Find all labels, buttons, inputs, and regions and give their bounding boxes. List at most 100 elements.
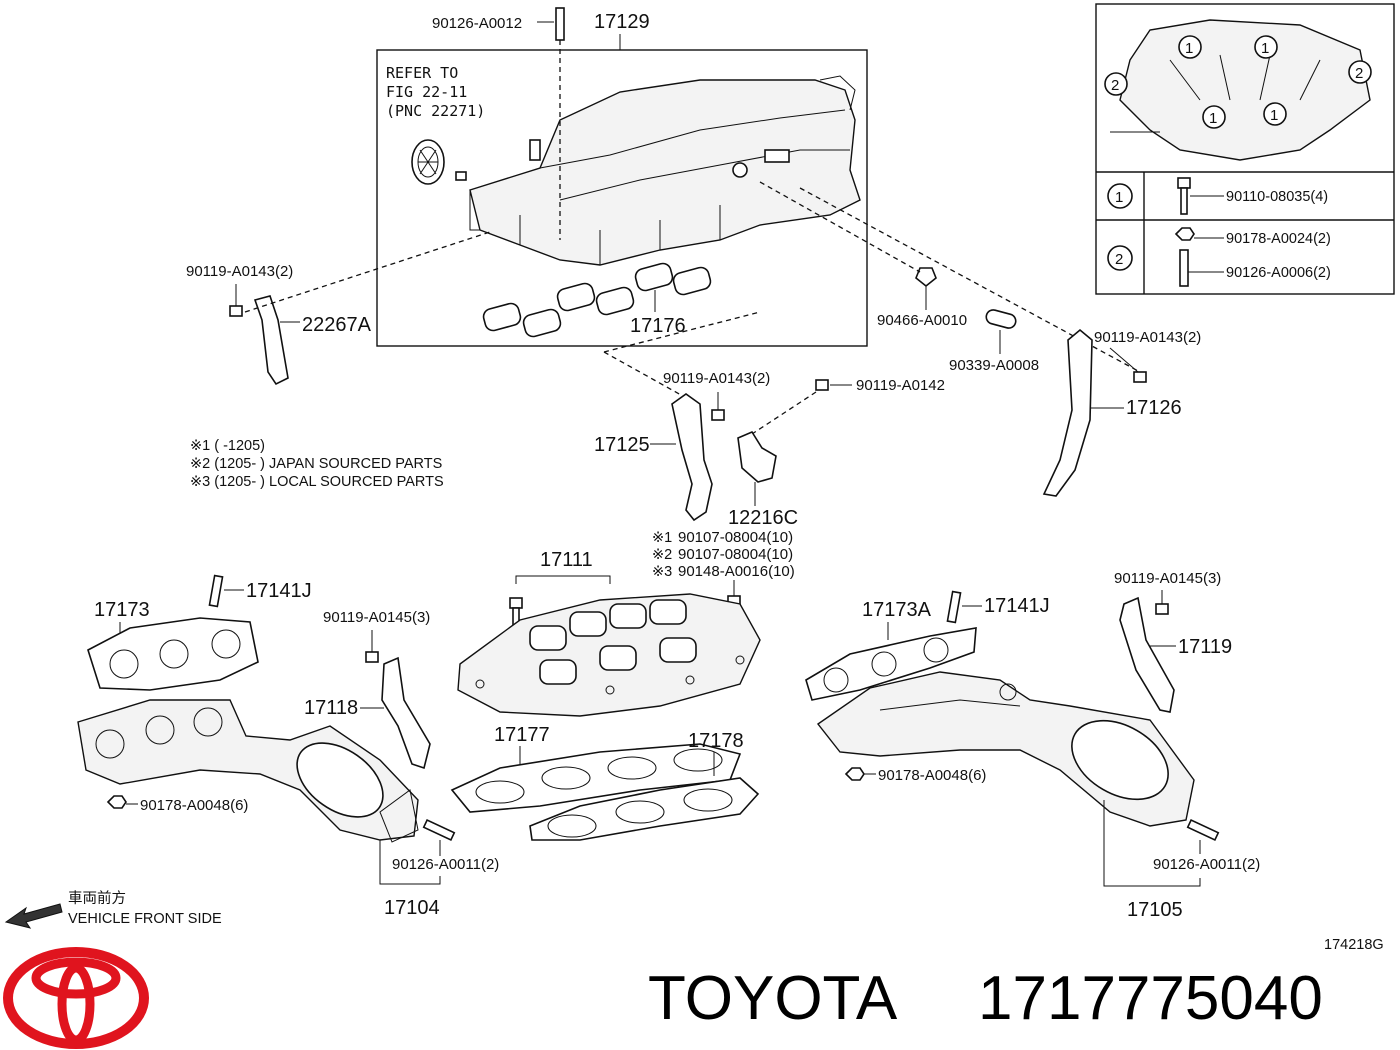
label-90126-A0011-left: 90126-A0011(2) xyxy=(392,856,499,873)
stud-90126-A0012 xyxy=(555,7,565,41)
mark-3: ※3 xyxy=(652,564,672,580)
legend-row1-part: 90110-08035(4) xyxy=(1226,189,1328,205)
legend-box xyxy=(1095,3,1395,295)
label-90178-A0048-right: 90178-A0048(6) xyxy=(878,767,986,784)
note-line-1: ※1 ( -1205) xyxy=(190,438,265,454)
throttle-screen-part xyxy=(411,139,467,185)
toyota-logo-icon xyxy=(3,947,149,1049)
stud-17141J-right xyxy=(946,590,962,624)
label-17173: 17173 xyxy=(94,599,150,621)
label-90339-A0008: 90339-A0008 xyxy=(949,357,1039,374)
refer-line-2: FIG 22-11 xyxy=(386,83,467,101)
svg-text:2: 2 xyxy=(1115,251,1123,268)
label-90107-08004-2: 90107-08004(10) xyxy=(678,546,793,563)
legend-manifold-sketch xyxy=(1110,19,1371,161)
svg-text:1: 1 xyxy=(1261,40,1269,57)
legend-row2-part-b: 90126-A0006(2) xyxy=(1226,265,1331,281)
lower-manifold-17111 xyxy=(457,593,761,717)
label-17104: 17104 xyxy=(384,897,440,919)
part-number: 1717775040 xyxy=(978,964,1323,1033)
legend-stud-90126 xyxy=(1179,249,1189,287)
hose-90339-A0008 xyxy=(985,309,1017,329)
gasket-17178 xyxy=(529,777,760,841)
exhaust-manifold-17105 xyxy=(816,671,1195,827)
legend-bolt-90110 xyxy=(1177,177,1191,189)
label-17125: 17125 xyxy=(594,434,650,456)
label-17111: 17111 xyxy=(540,549,593,571)
label-17119: 17119 xyxy=(1178,636,1232,658)
label-17126: 17126 xyxy=(1126,397,1182,419)
bracket-17125 xyxy=(671,393,713,522)
label-12216C: 12216C xyxy=(728,507,798,529)
label-17177: 17177 xyxy=(494,724,550,746)
label-17118: 17118 xyxy=(304,697,358,719)
label-90107-08004-1: 90107-08004(10) xyxy=(678,529,793,546)
note-line-2: ※2 (1205- ) JAPAN SOURCED PARTS xyxy=(190,456,442,472)
stud-17141J-left xyxy=(208,574,224,608)
intake-manifold-part xyxy=(469,75,861,266)
label-90466-A0010: 90466-A0010 xyxy=(877,312,967,329)
svg-text:2: 2 xyxy=(1111,77,1119,94)
label-17105: 17105 xyxy=(1127,899,1183,921)
svg-text:1: 1 xyxy=(1185,40,1193,57)
bracket-17126 xyxy=(1042,328,1093,497)
label-17178: 17178 xyxy=(688,730,744,752)
label-90119-A0142: 90119-A0142 xyxy=(856,377,945,394)
note-line-3: ※3 (1205- ) LOCAL SOURCED PARTS xyxy=(190,474,444,490)
label-90178-A0048-left: 90178-A0048(6) xyxy=(140,797,248,814)
gasket-17173 xyxy=(87,617,259,691)
gasket-17173A xyxy=(805,627,977,701)
label-17129: 17129 xyxy=(594,11,650,33)
bolt-90119-A0142 xyxy=(815,379,829,391)
legend-callout-marks: 1 1 1 1 2 2 xyxy=(1104,35,1372,129)
label-90119-A0145-left: 90119-A0145(3) xyxy=(323,609,430,626)
label-22267A: 22267A xyxy=(302,314,372,336)
exhaust-manifold-17104 xyxy=(77,699,419,843)
gasket-17177 xyxy=(450,743,742,813)
bolt-90107-left xyxy=(509,597,523,609)
mark-2: ※2 xyxy=(652,547,672,563)
figure-code: 174218G xyxy=(1324,937,1384,953)
nut-90178-A0048-left xyxy=(106,795,127,809)
label-17176: 17176 xyxy=(630,315,686,337)
svg-text:1: 1 xyxy=(1270,107,1278,124)
svg-text:1: 1 xyxy=(1115,189,1123,206)
brand-name: TOYOTA xyxy=(648,964,898,1033)
nut-90178-A0048-right xyxy=(844,767,865,781)
intake-gasket-17176 xyxy=(482,262,712,338)
refer-line-1: REFER TO xyxy=(386,64,458,82)
bracket-17118 xyxy=(381,656,431,770)
stud-90126-A0011-left xyxy=(422,818,456,842)
label-17173A: 17173A xyxy=(862,599,932,621)
stud-90126-A0011-right xyxy=(1186,818,1220,842)
refer-line-3: (PNC 22271) xyxy=(386,102,485,120)
vehicle-front-arrow-icon xyxy=(4,903,63,929)
label-90126-A0011-right: 90126-A0011(2) xyxy=(1153,856,1260,873)
bracket-17119 xyxy=(1119,596,1175,713)
label-90119-A0143-center: 90119-A0143(2) xyxy=(663,370,770,387)
svg-text:2: 2 xyxy=(1355,65,1363,82)
bracket-22267A xyxy=(253,295,289,386)
legend-nut-90178 xyxy=(1174,227,1195,241)
legend-mark-1 xyxy=(1107,183,1133,209)
label-90148-A0016: 90148-A0016(10) xyxy=(678,563,795,580)
legend-mark-2 xyxy=(1107,245,1133,271)
bolt-90119-A0143-center xyxy=(711,409,725,421)
label-90119-A0143-right: 90119-A0143(2) xyxy=(1094,329,1201,346)
label-90119-A0145-right: 90119-A0145(3) xyxy=(1114,570,1221,587)
bolt-90119-A0143-right xyxy=(1133,371,1147,383)
bolt-90119-A0145-left xyxy=(365,651,379,663)
bolt-90119-A0143-left xyxy=(229,305,243,317)
intake-manifold-frame xyxy=(376,49,868,347)
label-17141J-left: 17141J xyxy=(246,580,312,602)
bracket-12216C xyxy=(737,430,777,483)
clamp-90466-A0010 xyxy=(915,267,937,288)
label-17141J-right: 17141J xyxy=(984,595,1050,617)
direction-japanese: 車両前方 xyxy=(68,890,126,907)
legend-row2-part-a: 90178-A0024(2) xyxy=(1226,231,1331,247)
label-90119-A0143-left: 90119-A0143(2) xyxy=(186,263,293,280)
direction-english: VEHICLE FRONT SIDE xyxy=(68,911,222,927)
svg-text:1: 1 xyxy=(1209,110,1217,127)
